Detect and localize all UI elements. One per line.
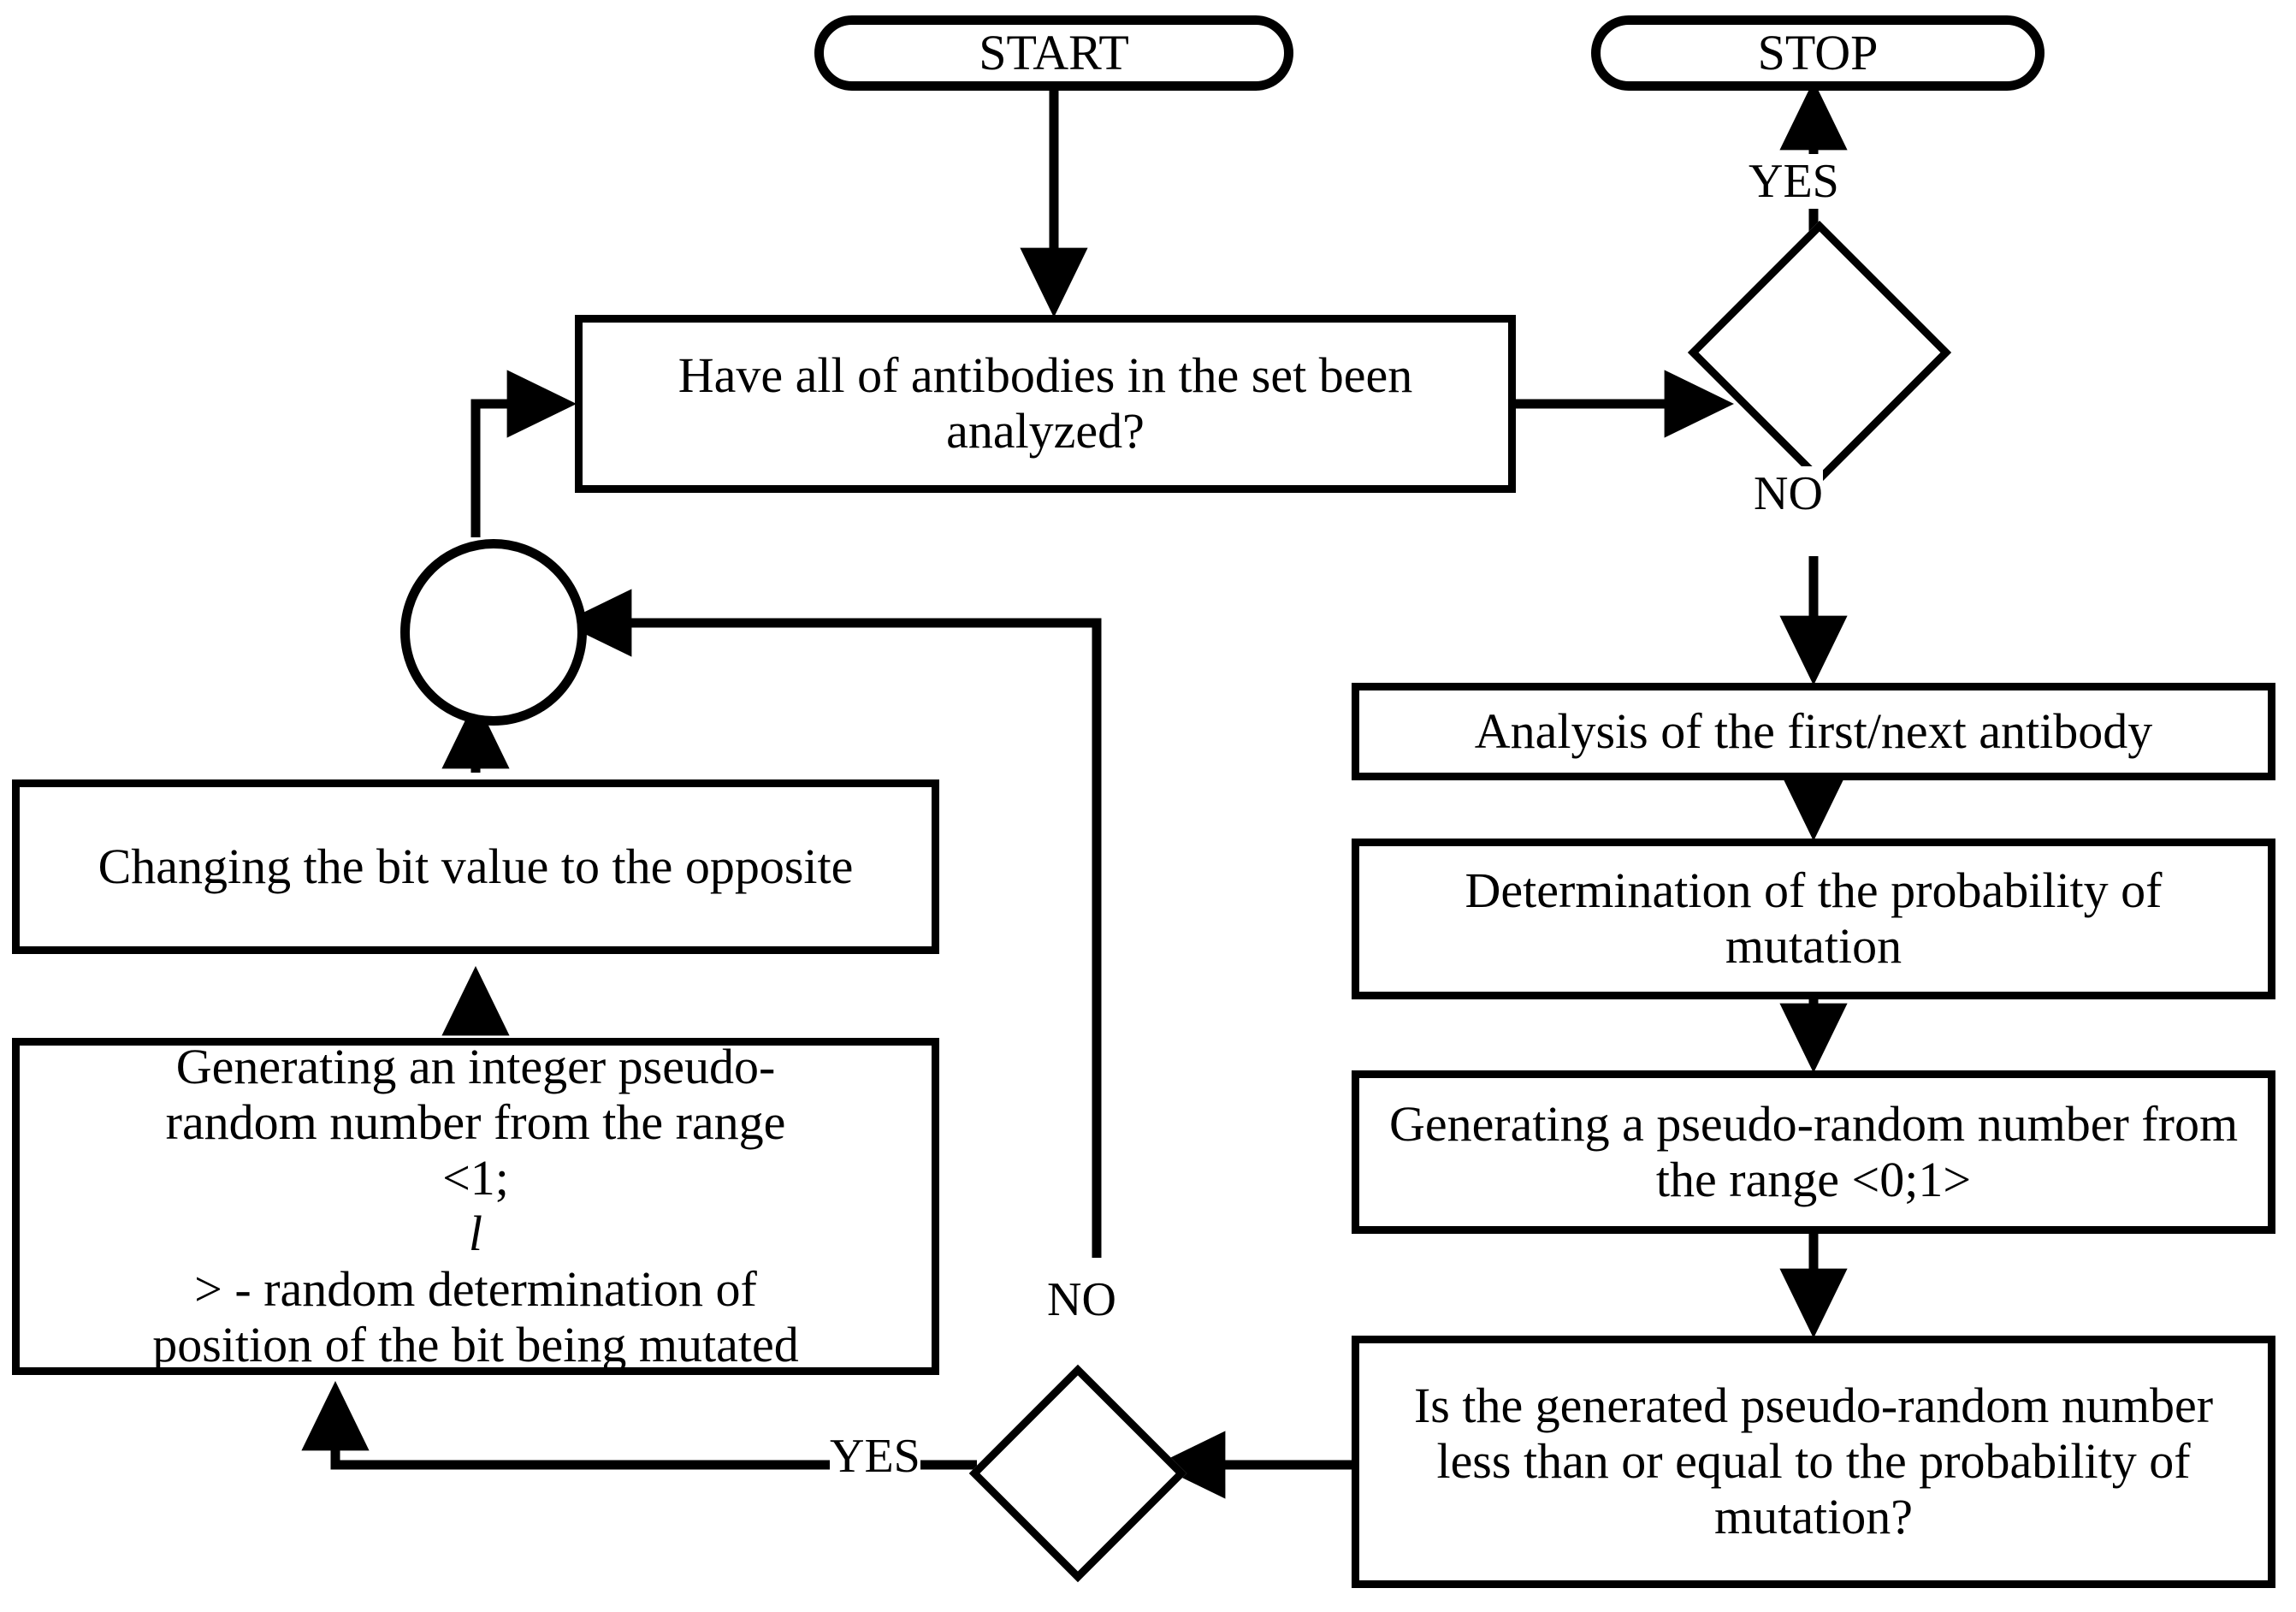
edge-decisionbottom-no-to-junction: [562, 589, 1102, 1258]
node-generate-int-line3: <1;l> - random determination of: [170, 1150, 781, 1318]
node-generate-prn[interactable]: Generating a pseudo-random number from t…: [1352, 1070, 2275, 1234]
node-compare-prn-label: Is the generated pseudo-random number le…: [1413, 1378, 2214, 1544]
edge-junction-to-allanalyzed: [470, 370, 577, 537]
node-generate-int-line3-italic: l: [468, 1206, 483, 1261]
node-generate-int-line2: random number from the range: [165, 1094, 786, 1151]
edge-label-no-bottom: NO: [1047, 1272, 1116, 1327]
edge-label-no-top: NO: [1754, 466, 1823, 521]
node-stop[interactable]: STOP: [1591, 15, 2045, 91]
node-compare-prn[interactable]: Is the generated pseudo-random number le…: [1352, 1336, 2275, 1588]
edge-label-yes-bottom: YES: [830, 1429, 920, 1484]
node-generate-int-line3-post: > - random determination of: [194, 1260, 757, 1317]
node-change-bit-label: Changing the bit value to the opposite: [98, 838, 854, 894]
node-junction-circle[interactable]: [400, 539, 587, 726]
node-determination-probability[interactable]: Determination of the probability of muta…: [1352, 839, 2275, 999]
node-change-bit[interactable]: Changing the bit value to the opposite: [12, 779, 939, 954]
node-start-label: START: [979, 24, 1129, 80]
edge-label-yes-top: YES: [1749, 154, 1839, 209]
node-determination-probability-label: Determination of the probability of muta…: [1465, 862, 2163, 974]
node-analysis-antibody[interactable]: Analysis of the first/next antibody: [1352, 683, 2275, 780]
node-generate-int[interactable]: Generating an integer pseudo- random num…: [12, 1038, 939, 1375]
node-all-analyzed-label: Have all of antibodies in the set been a…: [678, 347, 1413, 459]
node-analysis-antibody-label: Analysis of the first/next antibody: [1474, 702, 2153, 759]
node-all-analyzed[interactable]: Have all of antibodies in the set been a…: [575, 315, 1516, 493]
node-generate-prn-label: Generating a pseudo-random number from t…: [1388, 1095, 2239, 1207]
node-generate-int-line4: position of the bit being mutated: [152, 1316, 799, 1372]
node-stop-label: STOP: [1757, 24, 1879, 80]
node-generate-int-line1: Generating an integer pseudo-: [175, 1039, 776, 1095]
node-start[interactable]: START: [814, 15, 1293, 91]
edge-decisionbottom-yes-to-generateint: [301, 1381, 977, 1470]
node-generate-int-line3-pre: <1;: [442, 1150, 509, 1206]
